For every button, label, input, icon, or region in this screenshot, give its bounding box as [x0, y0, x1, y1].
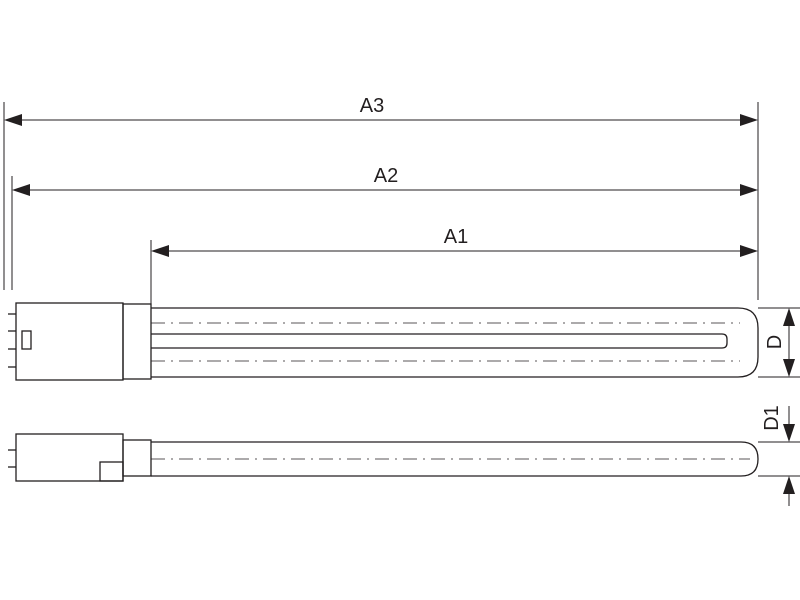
d1-label: D1 — [761, 405, 783, 431]
side-tube — [151, 441, 759, 477]
d-top-arrow — [783, 308, 795, 326]
a3-right-arrow — [740, 114, 758, 126]
lamp-top-view — [8, 302, 759, 381]
lamp-base — [15, 302, 124, 381]
a3-label: A3 — [360, 95, 384, 117]
d-bottom-arrow — [783, 359, 795, 377]
a1-left-arrow — [151, 245, 169, 257]
a2-left-arrow — [12, 184, 30, 196]
dimension-d: D — [758, 307, 800, 378]
a1-label: A1 — [444, 226, 468, 248]
dimension-a1: A1 — [150, 226, 758, 305]
dimension-d1: D1 — [758, 405, 800, 506]
side-pins — [8, 449, 16, 468]
dimension-a3: A3 — [3, 95, 759, 300]
lamp-tube — [151, 307, 759, 378]
a2-label: A2 — [374, 165, 398, 187]
tube-inner-bridge — [151, 333, 728, 349]
a3-left-arrow — [4, 114, 22, 126]
lamp-side-view — [8, 433, 759, 482]
d1-top-arrow — [783, 424, 795, 442]
d-label: D — [764, 335, 786, 349]
dimension-a2: A2 — [11, 165, 758, 290]
a2-right-arrow — [740, 184, 758, 196]
a1-right-arrow — [740, 245, 758, 257]
side-base — [15, 433, 124, 482]
lamp-pins — [8, 313, 16, 368]
side-base-notch — [99, 461, 124, 482]
base-key-slot — [21, 330, 32, 350]
base-collar — [122, 303, 152, 380]
side-base-collar — [122, 439, 152, 477]
d1-bottom-arrow — [783, 476, 795, 494]
